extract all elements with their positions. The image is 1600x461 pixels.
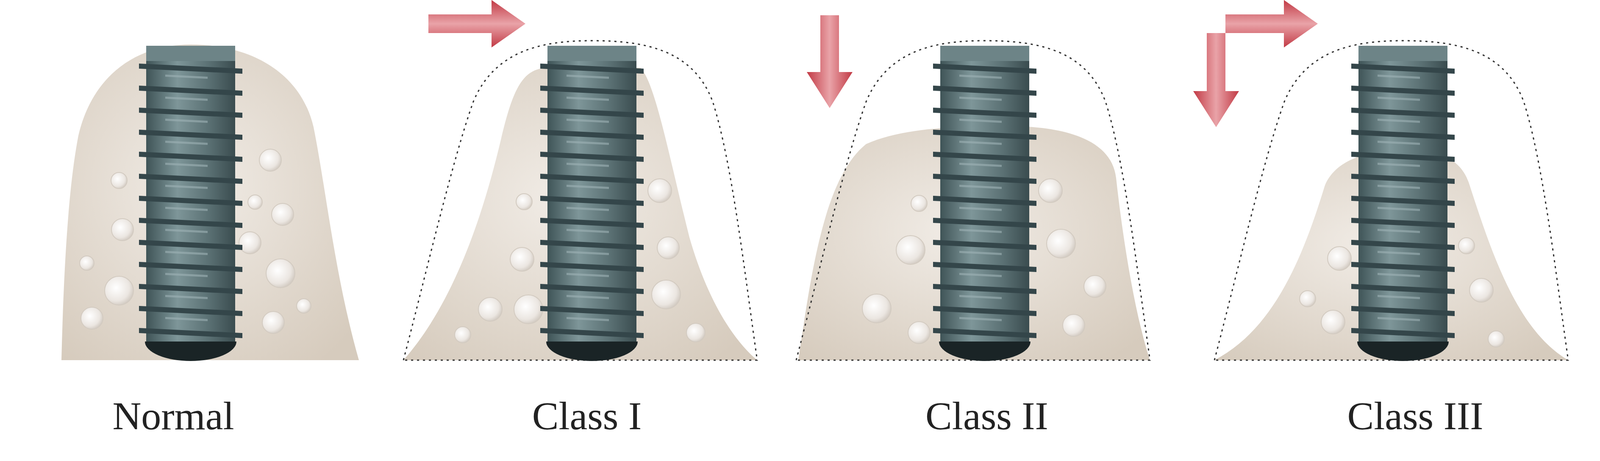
class-label: Class II	[925, 394, 1049, 438]
implant	[933, 45, 1037, 362]
implant	[540, 45, 644, 362]
class-label: Normal	[112, 394, 234, 438]
horizontal-arrow	[428, 0, 526, 48]
normal-panel	[61, 44, 359, 362]
combined-arrow	[1193, 33, 1239, 128]
implant	[1351, 45, 1455, 362]
vertical-arrow	[806, 15, 853, 109]
class-label: Class III	[1347, 394, 1484, 438]
class-i-panel	[403, 40, 758, 362]
class-ii-panel	[796, 40, 1150, 362]
implant	[138, 45, 243, 362]
class-label: Class I	[532, 394, 642, 438]
class-iii-panel	[1214, 40, 1569, 362]
combined-arrow	[1225, 0, 1318, 48]
